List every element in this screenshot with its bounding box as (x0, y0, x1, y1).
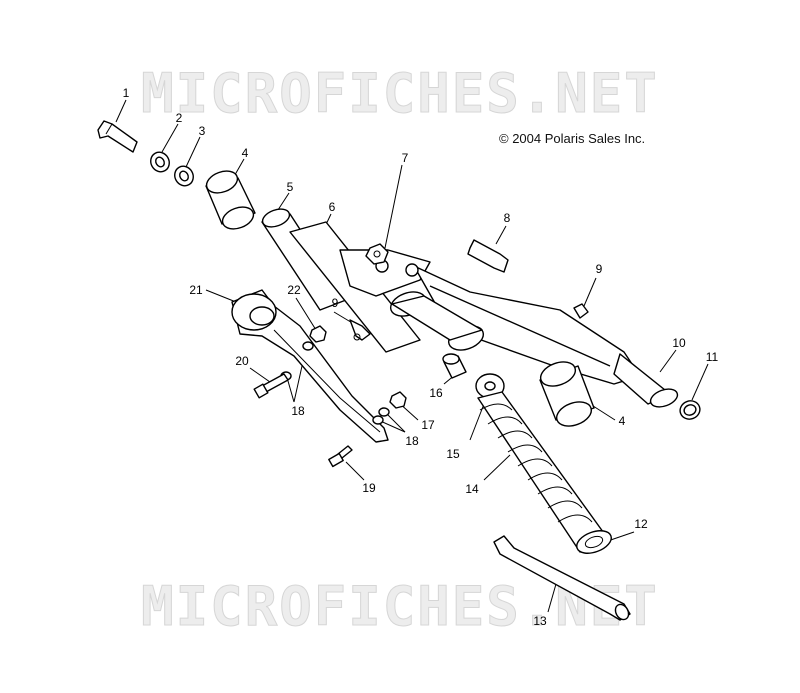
part-9-grease-fitting-b (349, 319, 371, 341)
callout-part-7[interactable]: 7 (401, 151, 409, 165)
callout-part-18-left[interactable]: 18 (291, 404, 305, 418)
part-4-bushing-right (539, 361, 595, 427)
callout-part-17[interactable]: 17 (421, 418, 435, 432)
part-22-nut (309, 325, 327, 343)
callout-part-3[interactable]: 3 (198, 124, 206, 138)
callout-part-4-left[interactable]: 4 (241, 146, 249, 160)
callout-part-12[interactable]: 12 (634, 517, 648, 531)
part-3-washer (174, 165, 194, 187)
part-2-washer (150, 151, 170, 173)
part-11-ring (679, 400, 701, 420)
leader-lines (115, 99, 709, 613)
callout-part-8[interactable]: 8 (503, 211, 511, 225)
part-8-bolt (467, 239, 509, 273)
callout-part-9-right[interactable]: 9 (595, 262, 603, 276)
part-19-bolt (328, 445, 353, 468)
callout-part-10[interactable]: 10 (672, 336, 686, 350)
callout-part-22[interactable]: 22 (287, 283, 301, 297)
callout-part-14[interactable]: 14 (465, 482, 479, 496)
part-16-sleeve (442, 353, 467, 379)
part-1-bolt (97, 120, 138, 153)
callout-part-4-right[interactable]: 4 (618, 414, 626, 428)
callout-part-13[interactable]: 13 (533, 614, 547, 628)
part-13-long-bolt (493, 535, 631, 621)
part-18-washers (280, 341, 390, 425)
callout-part-6[interactable]: 6 (328, 200, 336, 214)
callout-part-5[interactable]: 5 (286, 180, 294, 194)
callout-part-9-left[interactable]: 9 (331, 296, 339, 310)
callout-part-18-right[interactable]: 18 (405, 434, 419, 448)
callout-part-1[interactable]: 1 (122, 86, 130, 100)
callout-part-11[interactable]: 11 (705, 350, 719, 364)
part-20-bolt (253, 373, 289, 399)
callout-part-2[interactable]: 2 (175, 111, 183, 125)
part-14-shock-absorber (475, 373, 612, 554)
part-9-grease-fitting-a (573, 303, 589, 319)
part-5-6-10-pivot-arm (261, 208, 679, 408)
part-4-bushing-left (205, 170, 256, 230)
callout-part-15[interactable]: 15 (446, 447, 460, 461)
callout-part-21[interactable]: 21 (189, 283, 203, 297)
callout-part-16[interactable]: 16 (429, 386, 443, 400)
part-21-strap-bracket (231, 289, 389, 443)
copyright-notice: © 2004 Polaris Sales Inc. (499, 131, 646, 146)
callout-part-20[interactable]: 20 (235, 354, 249, 368)
callout-part-19[interactable]: 19 (362, 481, 376, 495)
part-17-nut (389, 391, 407, 409)
part-7-nut (365, 243, 389, 265)
